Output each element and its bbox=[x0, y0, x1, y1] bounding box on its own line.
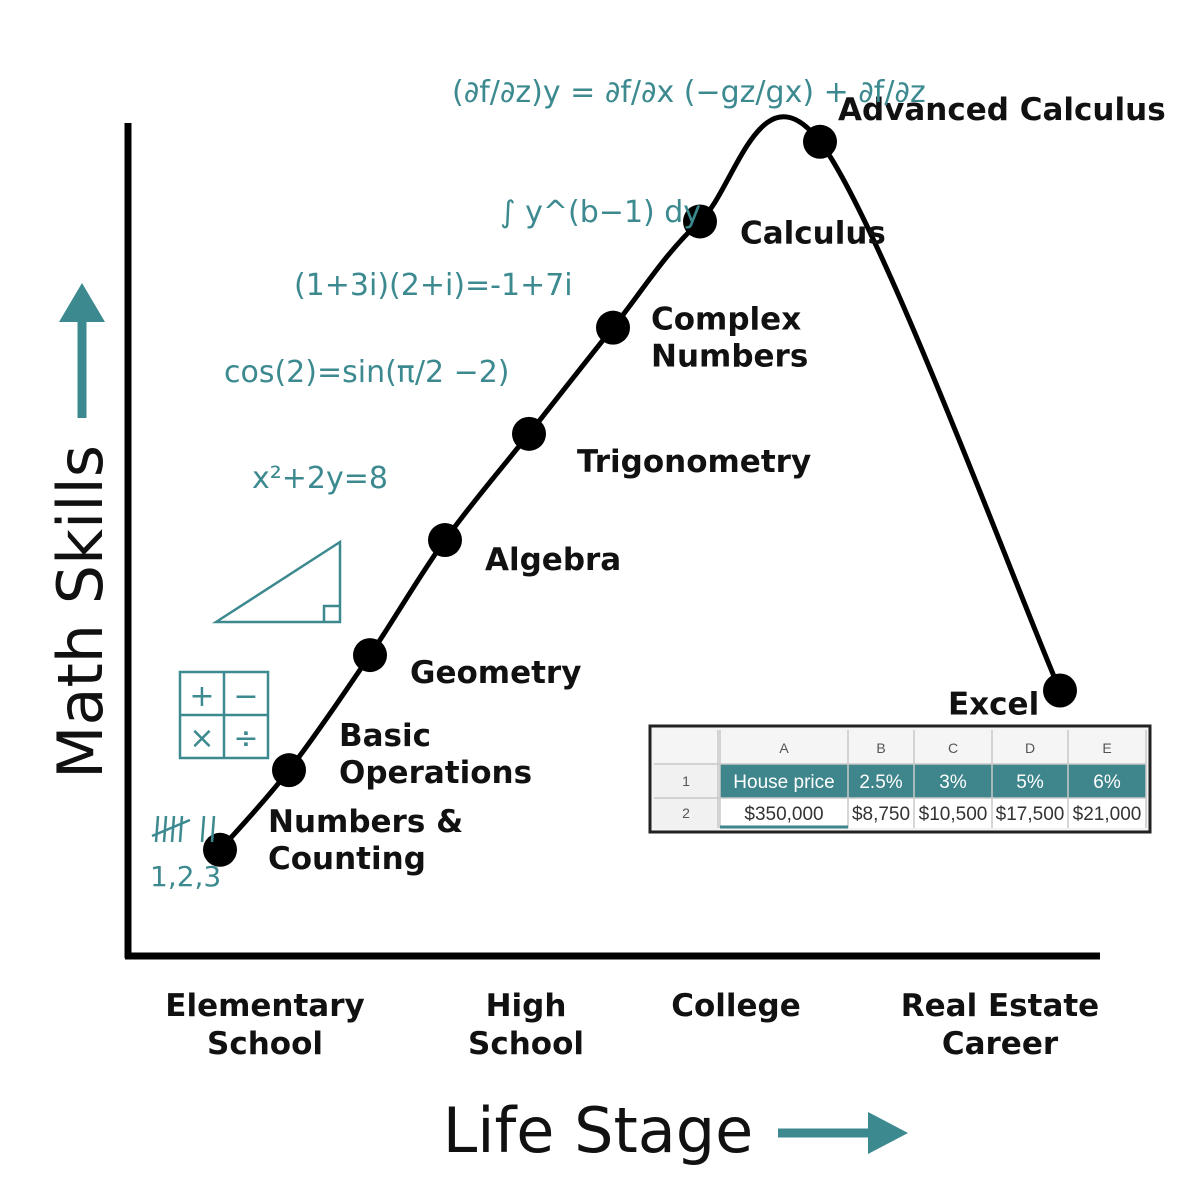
data-point bbox=[596, 310, 630, 345]
formula-trig: cos(2)=sin(π/2 −2) bbox=[224, 355, 510, 390]
op-divide: ÷ bbox=[233, 721, 258, 756]
svg-text:∫ y^(b−1) dy: ∫ y^(b−1) dy bbox=[500, 195, 701, 230]
column-header: A bbox=[779, 740, 789, 756]
sheet-cell: 3% bbox=[939, 772, 967, 793]
data-point bbox=[353, 638, 387, 673]
sheet-cell: $10,500 bbox=[919, 804, 988, 825]
sheet-cell: 6% bbox=[1093, 772, 1121, 793]
sheet-cell: $350,000 bbox=[744, 804, 823, 825]
data-label: Trigonometry bbox=[577, 444, 811, 480]
column-header: E bbox=[1102, 740, 1111, 756]
x-axis-title: Life Stage bbox=[443, 1094, 754, 1167]
formula-integral: ∫ y^(b−1) dy bbox=[500, 195, 701, 230]
data-points bbox=[203, 124, 1077, 867]
sheet-cell: House price bbox=[733, 772, 834, 793]
operations-grid-icon bbox=[178, 670, 270, 760]
spreadsheet: A B C D E 1 House price 2.5% 3% 5% 6% 2 $350,000 $8,7… bbox=[648, 724, 1152, 834]
data-point bbox=[512, 416, 546, 451]
row-number: 1 bbox=[682, 773, 690, 789]
data-label: Advanced Calculus bbox=[838, 92, 1166, 128]
data-point bbox=[1043, 673, 1077, 708]
data-label: Excel bbox=[948, 687, 1039, 723]
formula-algebra: x²+2y=8 bbox=[252, 461, 388, 496]
triangle-icon bbox=[211, 539, 342, 624]
y-axis-title: Math Skills bbox=[44, 445, 117, 779]
row-number: 2 bbox=[682, 805, 690, 821]
sheet-cell: $8,750 bbox=[852, 804, 910, 825]
sheet-cell: $21,000 bbox=[1073, 804, 1142, 825]
op-plus: + bbox=[189, 679, 214, 714]
sheet-cell: 5% bbox=[1016, 772, 1044, 793]
svg-text:(∂f/∂z)y = ∂f/∂x (−gz/gx) + ∂f: (∂f/∂z)y = ∂f/∂x (−gz/gx) + ∂f/∂z bbox=[452, 75, 926, 110]
sheet-cell: $17,500 bbox=[996, 804, 1065, 825]
formula-complex: (1+3i)(2+i)=-1+7i bbox=[294, 268, 573, 303]
data-point bbox=[272, 753, 306, 788]
x-axis-arrow-icon bbox=[778, 1112, 908, 1154]
column-header: B bbox=[876, 740, 885, 756]
sheet-cell: 2.5% bbox=[859, 772, 902, 793]
column-header: D bbox=[1025, 740, 1035, 756]
counting-text: 1,2,3 bbox=[150, 860, 221, 893]
series-line bbox=[218, 114, 1063, 852]
data-label: Geometry bbox=[410, 655, 581, 691]
op-times: × bbox=[189, 721, 214, 756]
x-tick-label: College bbox=[671, 988, 801, 1024]
tally-marks-icon bbox=[151, 815, 216, 843]
column-header: C bbox=[948, 740, 958, 756]
data-label: Calculus bbox=[740, 215, 886, 251]
op-minus: − bbox=[233, 679, 258, 714]
formula-partial-derivative: (∂f/∂z)y = ∂f/∂x (−gz/gx) + ∂f/∂z bbox=[452, 75, 926, 110]
data-label: Algebra bbox=[485, 542, 621, 578]
data-point bbox=[803, 124, 837, 159]
y-axis-arrow-icon bbox=[59, 283, 105, 418]
data-label: Numbers &Counting bbox=[268, 804, 463, 877]
data-point bbox=[683, 204, 717, 239]
data-point bbox=[428, 523, 462, 558]
